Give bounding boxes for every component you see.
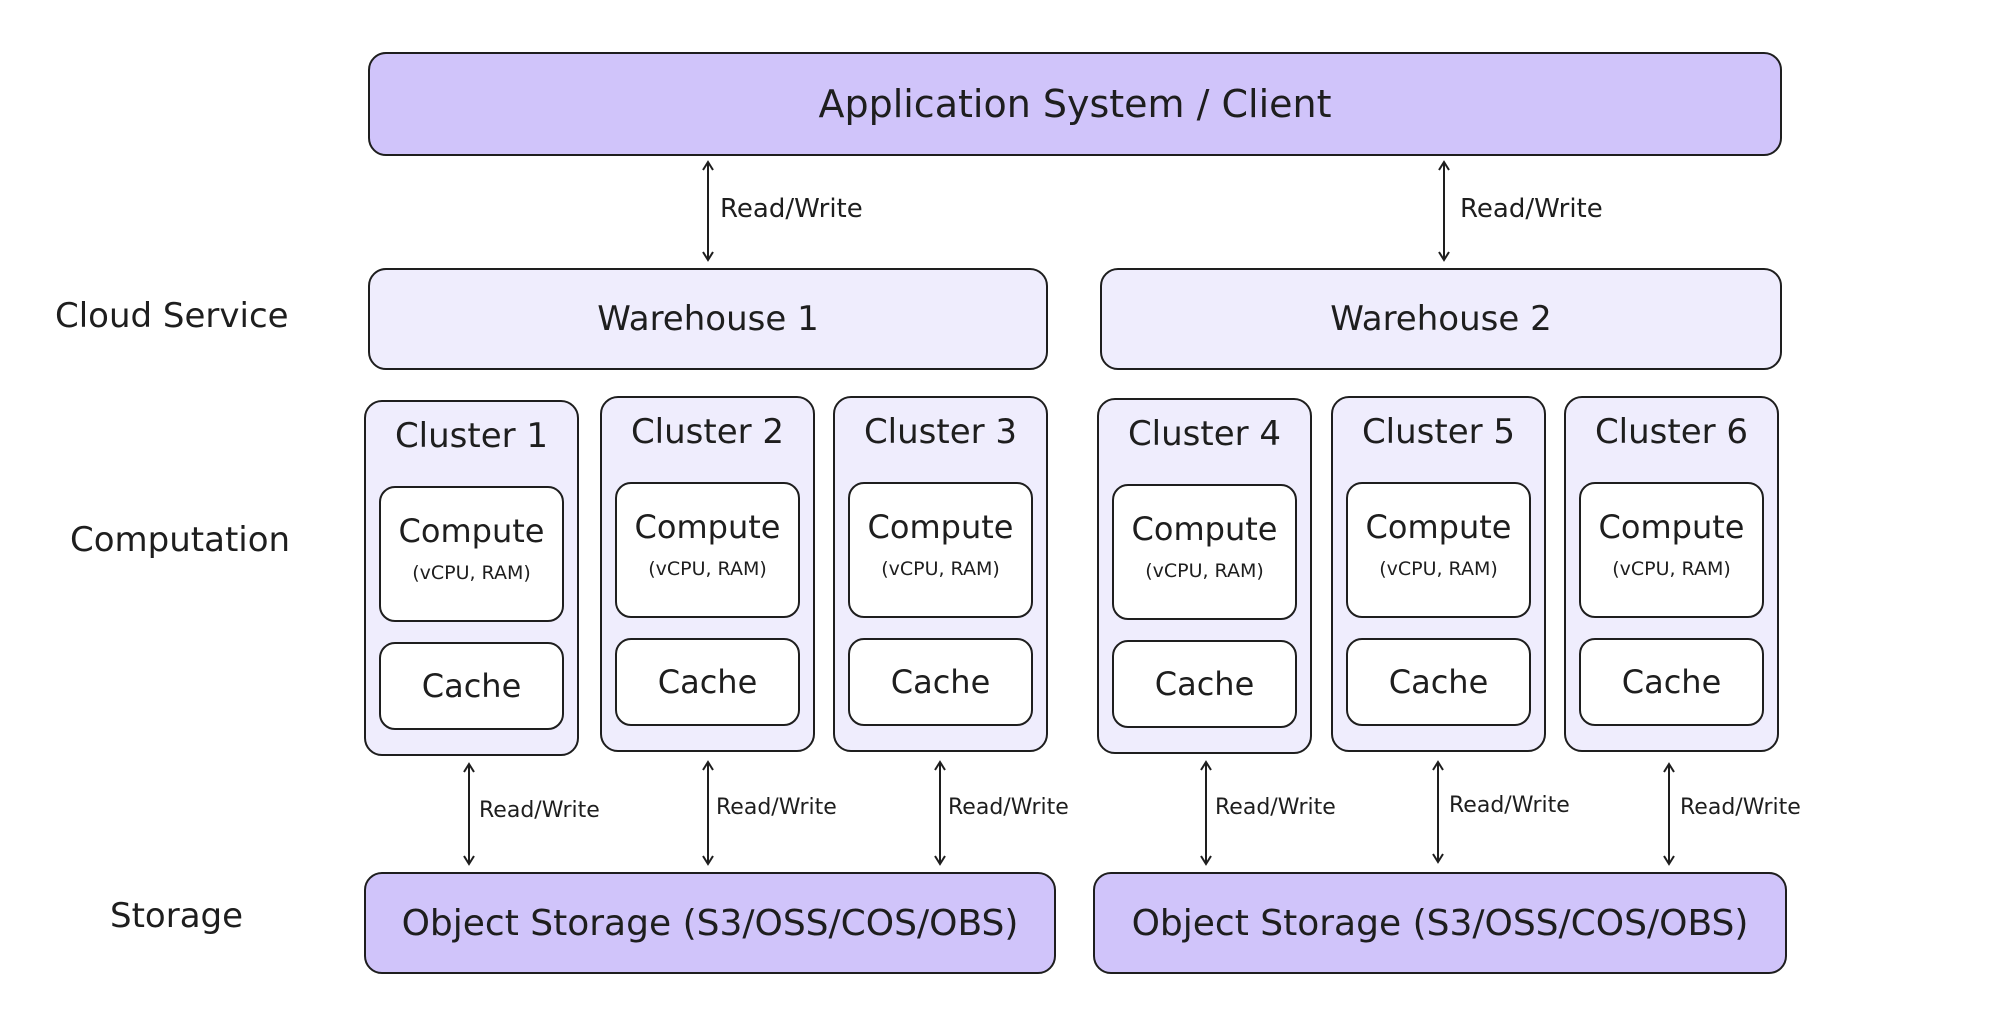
arrow-cluster-4-storage: [1199, 760, 1213, 866]
warehouse-label: Warehouse 1: [597, 299, 819, 339]
compute-label: Compute: [1365, 508, 1512, 546]
edge-label-cluster-1: Read/Write: [479, 798, 600, 823]
compute-label: Compute: [398, 512, 545, 550]
compute-node: Compute (vCPU, RAM): [615, 482, 800, 618]
arrow-cluster-6-storage: [1662, 762, 1676, 866]
cluster-title: Cluster 2: [630, 412, 785, 452]
layer-label-cloud-service: Cloud Service: [55, 296, 289, 336]
compute-node: Compute (vCPU, RAM): [848, 482, 1033, 618]
arrow-cluster-2-storage: [701, 760, 715, 866]
object-storage-2: Object Storage (S3/OSS/COS/OBS): [1093, 872, 1787, 974]
client-label: Application System / Client: [818, 82, 1332, 126]
edge-label-cluster-4: Read/Write: [1215, 795, 1336, 820]
compute-label: Compute: [1598, 508, 1745, 546]
cluster-title: Cluster 6: [1594, 412, 1749, 452]
compute-label: Compute: [867, 508, 1014, 546]
object-storage-1: Object Storage (S3/OSS/COS/OBS): [364, 872, 1056, 974]
cluster-1: Cluster 1 Compute (vCPU, RAM) Cache: [364, 400, 579, 756]
compute-node: Compute (vCPU, RAM): [1112, 484, 1297, 620]
arrow-cluster-1-storage: [462, 762, 476, 866]
compute-spec: (vCPU, RAM): [881, 558, 1000, 580]
cluster-2: Cluster 2 Compute (vCPU, RAM) Cache: [600, 396, 815, 752]
edge-label-cluster-2: Read/Write: [716, 795, 837, 820]
storage-label: Object Storage (S3/OSS/COS/OBS): [1131, 902, 1749, 944]
cache-label: Cache: [1154, 665, 1255, 703]
cache-label: Cache: [421, 667, 522, 705]
compute-spec: (vCPU, RAM): [1612, 558, 1731, 580]
cache-label: Cache: [1388, 663, 1489, 701]
cluster-title: Cluster 1: [394, 416, 549, 456]
cluster-title: Cluster 4: [1127, 414, 1282, 454]
cluster-6: Cluster 6 Compute (vCPU, RAM) Cache: [1564, 396, 1779, 752]
edge-label-cluster-6: Read/Write: [1680, 795, 1801, 820]
cluster-5: Cluster 5 Compute (vCPU, RAM) Cache: [1331, 396, 1546, 752]
edge-label-cluster-3: Read/Write: [948, 795, 1069, 820]
cache-label: Cache: [657, 663, 758, 701]
arrow-client-warehouse-2: [1437, 160, 1451, 262]
storage-label: Object Storage (S3/OSS/COS/OBS): [401, 902, 1019, 944]
compute-node: Compute (vCPU, RAM): [379, 486, 564, 622]
edge-label-client-warehouse-1: Read/Write: [720, 194, 863, 224]
cache-node: Cache: [379, 642, 564, 730]
compute-node: Compute (vCPU, RAM): [1346, 482, 1531, 618]
cluster-title: Cluster 3: [863, 412, 1018, 452]
compute-spec: (vCPU, RAM): [412, 562, 531, 584]
cluster-3: Cluster 3 Compute (vCPU, RAM) Cache: [833, 396, 1048, 752]
client-node: Application System / Client: [368, 52, 1782, 156]
cache-node: Cache: [848, 638, 1033, 726]
layer-label-computation: Computation: [70, 520, 291, 560]
compute-spec: (vCPU, RAM): [1379, 558, 1498, 580]
cache-node: Cache: [1579, 638, 1764, 726]
edge-label-cluster-5: Read/Write: [1449, 793, 1570, 818]
cache-label: Cache: [890, 663, 991, 701]
compute-spec: (vCPU, RAM): [1145, 560, 1264, 582]
cache-node: Cache: [615, 638, 800, 726]
layer-label-storage: Storage: [110, 896, 244, 936]
compute-label: Compute: [634, 508, 781, 546]
warehouse-label: Warehouse 2: [1330, 299, 1552, 339]
cluster-4: Cluster 4 Compute (vCPU, RAM) Cache: [1097, 398, 1312, 754]
cache-node: Cache: [1112, 640, 1297, 728]
arrow-cluster-3-storage: [933, 760, 947, 866]
cache-node: Cache: [1346, 638, 1531, 726]
cluster-title: Cluster 5: [1361, 412, 1516, 452]
compute-label: Compute: [1131, 510, 1278, 548]
edge-label-client-warehouse-2: Read/Write: [1460, 194, 1603, 224]
cache-label: Cache: [1621, 663, 1722, 701]
compute-spec: (vCPU, RAM): [648, 558, 767, 580]
compute-node: Compute (vCPU, RAM): [1579, 482, 1764, 618]
warehouse-2: Warehouse 2: [1100, 268, 1782, 370]
arrow-cluster-5-storage: [1431, 760, 1445, 864]
warehouse-1: Warehouse 1: [368, 268, 1048, 370]
arrow-client-warehouse-1: [701, 160, 715, 262]
